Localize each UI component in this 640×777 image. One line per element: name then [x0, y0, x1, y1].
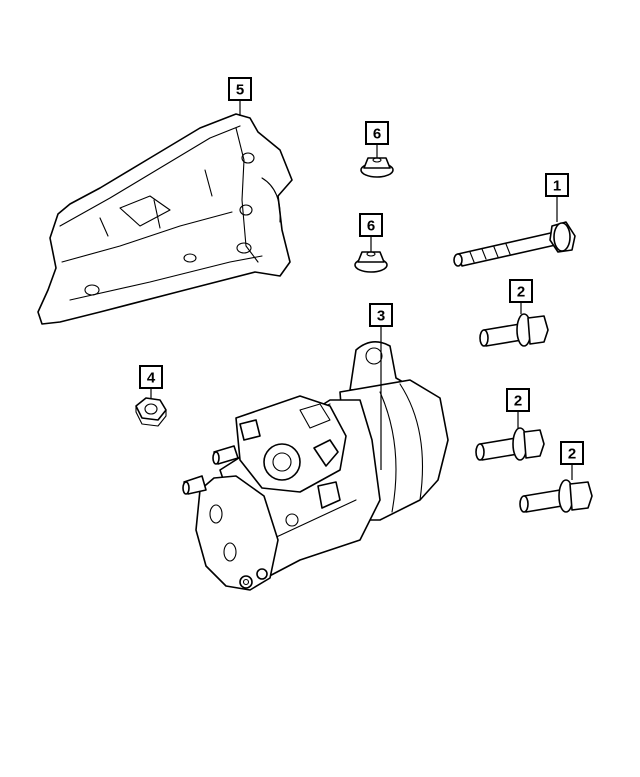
- starter-motor[interactable]: [182, 341, 449, 591]
- callout-3: 3: [369, 303, 393, 327]
- callout-6-upper-label: 6: [373, 126, 381, 143]
- callout-6-lower-label: 6: [367, 218, 375, 235]
- callout-5-label: 5: [236, 82, 244, 99]
- callout-1-label: 1: [553, 178, 561, 195]
- callout-2-middle-label: 2: [514, 393, 522, 410]
- callout-2-lower: 2: [560, 441, 584, 465]
- callout-5: 5: [228, 77, 252, 101]
- callout-1: 1: [545, 173, 569, 197]
- flange-nut-lower[interactable]: [354, 251, 388, 273]
- long-bolt[interactable]: [453, 221, 576, 267]
- callout-2-middle: 2: [506, 388, 530, 412]
- callout-4: 4: [139, 365, 163, 389]
- callout-4-label: 4: [147, 370, 156, 387]
- bolt-upper[interactable]: [479, 313, 549, 347]
- leader-lines: [150, 100, 573, 480]
- heat-shield[interactable]: [37, 113, 293, 325]
- callout-2-upper: 2: [509, 279, 533, 303]
- flange-nut-upper[interactable]: [360, 157, 394, 178]
- hex-nut[interactable]: [135, 397, 167, 427]
- callout-3-label: 3: [377, 308, 385, 325]
- callout-2-lower-label: 2: [568, 446, 576, 463]
- callout-6-upper: 6: [365, 121, 389, 145]
- callout-6-lower: 6: [359, 213, 383, 237]
- bolt-middle[interactable]: [475, 427, 545, 461]
- callout-2-upper-label: 2: [517, 284, 525, 301]
- bolt-lower[interactable]: [519, 479, 593, 513]
